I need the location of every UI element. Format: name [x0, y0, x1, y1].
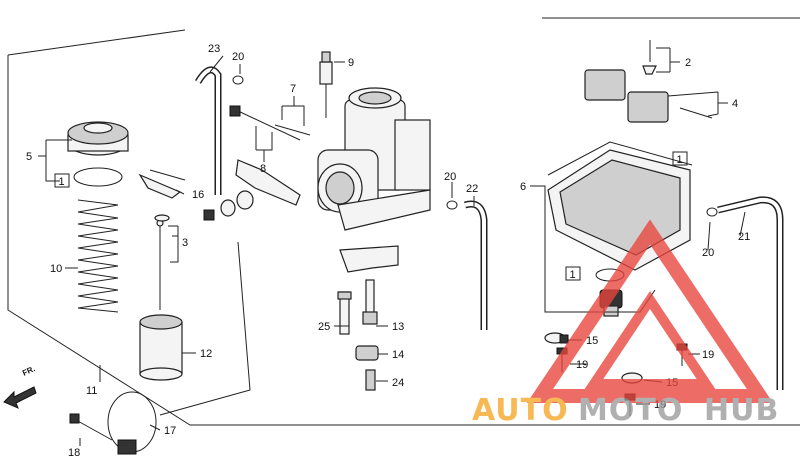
screw-15a: [544, 332, 569, 344]
screw-18: [69, 413, 113, 441]
label-22: 22: [466, 183, 478, 195]
throttle-lever: [235, 159, 301, 206]
label-24: 24: [392, 377, 404, 389]
o-ring-1: [73, 167, 123, 187]
float-bracket: [339, 245, 399, 273]
label-5: 5: [26, 151, 32, 163]
hose-clamp-17: [107, 391, 157, 455]
filter-cap-5: [67, 121, 129, 156]
needle-clip-16: [138, 169, 186, 199]
label-12: 12: [200, 348, 212, 360]
fitting-9: [319, 51, 333, 118]
throttle-valve-12: [139, 314, 183, 381]
front-arrow: FR.: [3, 364, 37, 409]
label-20b: 20: [444, 171, 456, 183]
jet-13: [362, 279, 378, 325]
carburetor-body: [317, 87, 431, 231]
washers: [203, 190, 254, 221]
jet-holder-14: [355, 345, 379, 361]
ref-box-1b: 1: [672, 151, 688, 166]
label-19b: 19: [702, 349, 714, 361]
svg-text:1: 1: [677, 154, 683, 166]
float-valve-2: [642, 40, 657, 75]
label-13: 13: [392, 321, 404, 333]
label-9: 9: [348, 57, 354, 69]
air-screw-7: [274, 124, 311, 136]
jet-needle-3: [154, 214, 170, 310]
svg-text:1: 1: [570, 269, 576, 281]
label-23: 23: [208, 43, 220, 55]
overflow-tube-21: [717, 196, 784, 390]
label-8: 8: [260, 163, 266, 175]
label-6: 6: [520, 181, 526, 193]
clip-20-right: [706, 207, 718, 217]
spring-10: [77, 199, 119, 313]
clip-20-top: [232, 75, 244, 85]
clip-20-mid: [446, 200, 458, 210]
drain-tube-22: [464, 200, 488, 330]
label-16: 16: [192, 189, 204, 201]
float-4: [584, 69, 713, 123]
ref-box-1a: 1: [54, 173, 70, 188]
jet-25: [337, 291, 352, 335]
label-4: 4: [732, 98, 738, 110]
svg-text:MOTO: MOTO: [578, 393, 683, 428]
svg-text:1: 1: [59, 176, 65, 188]
ref-box-1c: 1: [565, 266, 581, 281]
label-21: 21: [738, 231, 750, 243]
jet-24: [365, 369, 376, 391]
vent-tube-23: [194, 66, 222, 195]
label-2: 2: [685, 57, 691, 69]
label-25: 25: [318, 321, 330, 333]
label-11: 11: [86, 385, 97, 397]
watermark-logo: AUTO MOTO HUB: [472, 219, 779, 428]
label-19a: 19: [576, 359, 588, 371]
label-20c: 20: [702, 247, 714, 259]
leader-lines: [38, 47, 746, 446]
label-15a: 15: [586, 335, 598, 347]
frame-lines: [7, 17, 800, 426]
label-7: 7: [290, 83, 296, 95]
label-3: 3: [182, 237, 188, 249]
label-14: 14: [392, 349, 404, 361]
svg-text:HUB: HUB: [704, 393, 779, 428]
throttle-stop-8: [229, 105, 301, 141]
label-18: 18: [68, 447, 80, 459]
svg-text:FR.: FR.: [21, 364, 36, 378]
label-20a: 20: [232, 51, 244, 63]
label-17: 17: [164, 425, 176, 437]
svg-text:AUTO: AUTO: [472, 393, 569, 428]
label-10: 10: [50, 263, 62, 275]
